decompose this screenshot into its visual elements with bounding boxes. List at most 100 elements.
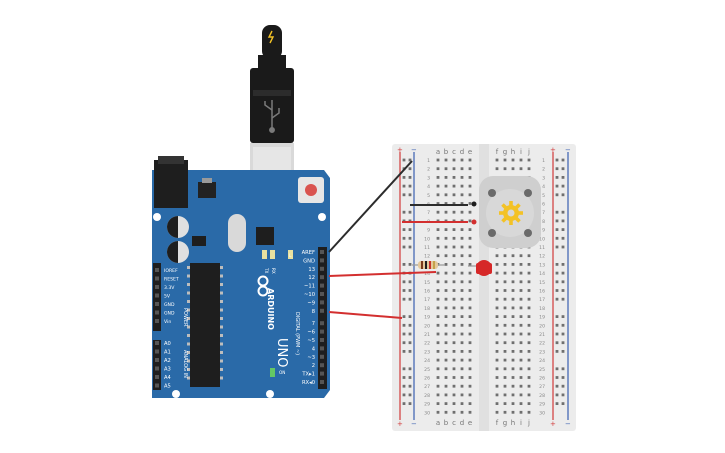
breadboard-hole[interactable] bbox=[527, 289, 531, 292]
red-led[interactable] bbox=[468, 260, 492, 276]
breadboard-hole[interactable] bbox=[452, 350, 456, 353]
rail-hole[interactable] bbox=[555, 323, 559, 327]
rail-hole[interactable] bbox=[402, 384, 406, 388]
breadboard-hole[interactable] bbox=[527, 315, 531, 318]
breadboard-hole[interactable] bbox=[519, 254, 523, 258]
breadboard-hole[interactable] bbox=[468, 219, 472, 223]
breadboard-hole[interactable] bbox=[503, 367, 507, 371]
breadboard-hole[interactable] bbox=[495, 167, 499, 171]
breadboard-hole[interactable] bbox=[495, 410, 499, 414]
rail-hole[interactable] bbox=[408, 341, 412, 345]
breadboard-hole[interactable] bbox=[444, 358, 448, 362]
breadboard-hole[interactable] bbox=[495, 315, 499, 318]
breadboard-hole[interactable] bbox=[436, 236, 440, 240]
rail-hole[interactable] bbox=[408, 228, 412, 231]
rail-hole[interactable] bbox=[561, 228, 565, 231]
breadboard-hole[interactable] bbox=[495, 350, 499, 353]
breadboard-hole[interactable] bbox=[527, 306, 531, 310]
breadboard-hole[interactable] bbox=[460, 332, 464, 336]
breadboard-hole[interactable] bbox=[468, 176, 472, 179]
breadboard-hole[interactable] bbox=[452, 410, 456, 414]
wire-pin13-red[interactable] bbox=[328, 271, 437, 277]
breadboard-hole[interactable] bbox=[460, 236, 464, 240]
breadboard-hole[interactable] bbox=[460, 315, 464, 318]
breadboard-hole[interactable] bbox=[444, 176, 448, 179]
breadboard-hole[interactable] bbox=[511, 376, 515, 379]
rail-hole[interactable] bbox=[555, 271, 559, 275]
breadboard-hole[interactable] bbox=[460, 202, 464, 205]
breadboard-hole[interactable] bbox=[495, 341, 499, 345]
rail-hole[interactable] bbox=[402, 263, 406, 266]
breadboard-hole[interactable] bbox=[511, 297, 515, 301]
breadboard-hole[interactable] bbox=[460, 193, 464, 197]
rail-hole[interactable] bbox=[402, 158, 406, 162]
rail-hole[interactable] bbox=[561, 341, 565, 345]
breadboard-hole[interactable] bbox=[495, 323, 499, 327]
breadboard-hole[interactable] bbox=[519, 263, 523, 266]
breadboard-hole[interactable] bbox=[436, 350, 440, 353]
breadboard-hole[interactable] bbox=[519, 332, 523, 336]
rail-hole[interactable] bbox=[555, 376, 559, 379]
breadboard-hole[interactable] bbox=[460, 271, 464, 275]
rail-hole[interactable] bbox=[408, 332, 412, 336]
breadboard-hole[interactable] bbox=[495, 332, 499, 336]
rail-hole[interactable] bbox=[408, 236, 412, 240]
rail-hole[interactable] bbox=[402, 184, 406, 188]
breadboard-hole[interactable] bbox=[511, 358, 515, 362]
breadboard-hole[interactable] bbox=[527, 367, 531, 371]
breadboard-hole[interactable] bbox=[452, 263, 456, 266]
rail-hole[interactable] bbox=[561, 376, 565, 379]
breadboard-hole[interactable] bbox=[468, 228, 472, 231]
rail-hole[interactable] bbox=[408, 245, 412, 249]
breadboard-hole[interactable] bbox=[444, 202, 448, 205]
breadboard-hole[interactable] bbox=[452, 254, 456, 258]
rail-hole[interactable] bbox=[561, 367, 565, 371]
breadboard-hole[interactable] bbox=[495, 376, 499, 379]
breadboard-hole[interactable] bbox=[436, 367, 440, 371]
rail-hole[interactable] bbox=[402, 236, 406, 240]
breadboard-hole[interactable] bbox=[452, 184, 456, 188]
breadboard-hole[interactable] bbox=[436, 219, 440, 223]
breadboard-hole[interactable] bbox=[436, 245, 440, 249]
breadboard-hole[interactable] bbox=[503, 306, 507, 310]
breadboard-hole[interactable] bbox=[511, 271, 515, 275]
breadboard-hole[interactable] bbox=[436, 167, 440, 171]
rail-hole[interactable] bbox=[561, 236, 565, 240]
breadboard-hole[interactable] bbox=[436, 332, 440, 336]
breadboard-hole[interactable] bbox=[503, 384, 507, 388]
breadboard-hole[interactable] bbox=[468, 263, 472, 266]
rail-hole[interactable] bbox=[408, 210, 412, 214]
breadboard-hole[interactable] bbox=[436, 376, 440, 379]
breadboard-hole[interactable] bbox=[460, 306, 464, 310]
breadboard-hole[interactable] bbox=[495, 271, 499, 275]
breadboard-hole[interactable] bbox=[436, 358, 440, 362]
breadboard-hole[interactable] bbox=[460, 350, 464, 353]
rail-hole[interactable] bbox=[555, 158, 559, 162]
rail-hole[interactable] bbox=[561, 245, 565, 249]
breadboard-hole[interactable] bbox=[527, 376, 531, 379]
breadboard-hole[interactable] bbox=[468, 358, 472, 362]
breadboard-hole[interactable] bbox=[511, 402, 515, 405]
rail-hole[interactable] bbox=[402, 350, 406, 353]
breadboard-hole[interactable] bbox=[436, 210, 440, 214]
rail-hole[interactable] bbox=[561, 315, 565, 318]
breadboard-hole[interactable] bbox=[468, 393, 472, 397]
breadboard-hole[interactable] bbox=[436, 306, 440, 310]
breadboard-hole[interactable] bbox=[468, 245, 472, 249]
breadboard-hole[interactable] bbox=[468, 167, 472, 171]
rail-hole[interactable] bbox=[561, 332, 565, 336]
breadboard-hole[interactable] bbox=[460, 297, 464, 301]
resistor[interactable] bbox=[412, 261, 445, 269]
rail-hole[interactable] bbox=[408, 315, 412, 318]
breadboard-hole[interactable] bbox=[511, 341, 515, 345]
breadboard-hole[interactable] bbox=[495, 358, 499, 362]
rail-hole[interactable] bbox=[561, 158, 565, 162]
breadboard-hole[interactable] bbox=[519, 358, 523, 362]
breadboard-hole[interactable] bbox=[503, 263, 507, 266]
breadboard-hole[interactable] bbox=[519, 280, 523, 284]
rail-hole[interactable] bbox=[555, 332, 559, 336]
breadboard-hole[interactable] bbox=[519, 402, 523, 405]
rail-hole[interactable] bbox=[561, 271, 565, 275]
breadboard-hole[interactable] bbox=[444, 219, 448, 223]
rail-hole[interactable] bbox=[402, 341, 406, 345]
